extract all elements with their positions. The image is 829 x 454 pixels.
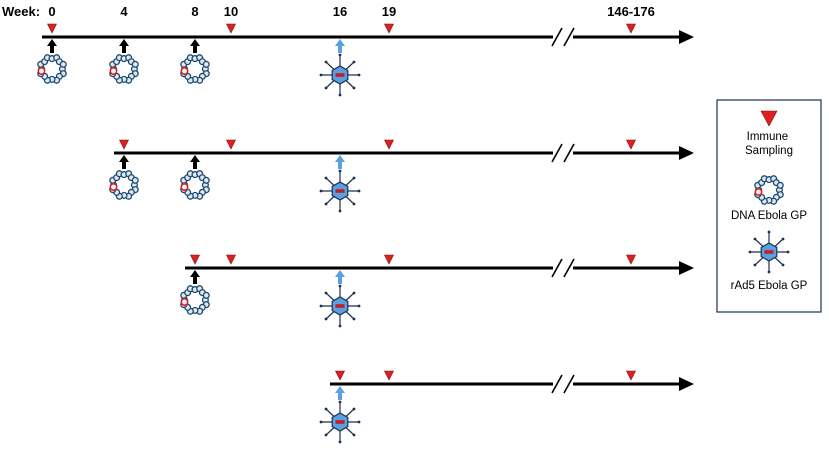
week-label-10: 10 <box>224 4 238 19</box>
dna-arrow-week-4 <box>119 155 129 169</box>
sampling-arrow-week-160 <box>626 139 636 150</box>
axis-break-icon <box>551 27 575 47</box>
week-header: Week: 0 4 8 10 16 19 146-176 <box>2 4 655 19</box>
rad5-arrow-week-16 <box>335 270 345 284</box>
sampling-arrow-week-19 <box>384 254 394 265</box>
legend-sampling-icon <box>760 110 778 127</box>
adenovirus-icon-week-16 <box>319 400 361 444</box>
legend-adenovirus-icon <box>748 230 790 274</box>
sampling-arrow-week-19 <box>384 23 394 34</box>
week-label-146-176: 146-176 <box>607 4 655 19</box>
dna-arrow-week-8 <box>190 39 200 53</box>
rad5-arrow-week-16 <box>335 386 345 400</box>
regimen-timelines <box>37 23 694 444</box>
week-label-19: 19 <box>382 4 396 19</box>
week-label-0: 0 <box>48 4 55 19</box>
legend-plasmid-icon <box>754 175 784 205</box>
sampling-arrow-week-4 <box>119 139 129 150</box>
regimen-2 <box>109 139 694 213</box>
timeline-arrowhead <box>679 30 694 44</box>
plasmid-icon-week-4 <box>109 170 139 200</box>
adenovirus-icon-week-16 <box>319 169 361 213</box>
axis-break-icon <box>551 258 575 278</box>
adenovirus-icon-week-16 <box>319 284 361 328</box>
dna-arrow-week-4 <box>119 39 129 53</box>
week-label-4: 4 <box>120 4 128 19</box>
sampling-arrow-week-160 <box>626 254 636 265</box>
axis-break-icon <box>551 143 575 163</box>
sampling-arrow-week-10 <box>226 23 236 34</box>
sampling-arrow-week-19 <box>384 139 394 150</box>
legend-rad5-label: rAd5 Ebola GP <box>731 280 808 292</box>
timeline-arrowhead <box>679 146 694 160</box>
dna-arrow-week-8 <box>190 270 200 284</box>
sampling-arrow-week-10 <box>226 139 236 150</box>
sampling-arrow-week-19 <box>384 370 394 381</box>
week-prefix: Week: <box>2 4 40 19</box>
legend-box <box>716 99 822 313</box>
sampling-arrow-week-160 <box>626 370 636 381</box>
week-label-8: 8 <box>191 4 198 19</box>
timeline-arrowhead <box>679 377 694 391</box>
sampling-arrow-week-0 <box>47 23 57 34</box>
sampling-arrow-week-160 <box>626 23 636 34</box>
legend-dna-label: DNA Ebola GP <box>731 210 807 222</box>
legend-sampling-label: Immune Sampling <box>745 131 793 157</box>
rad5-arrow-week-16 <box>335 39 345 53</box>
legend: Immune Sampling DNA Ebola GP rAd5 Ebola … <box>716 99 822 313</box>
dna-arrow-week-0 <box>47 39 57 53</box>
dna-arrow-week-8 <box>190 155 200 169</box>
sampling-arrow-week-8 <box>190 254 200 265</box>
timeline-arrowhead <box>679 261 694 275</box>
regimen-4 <box>319 370 694 444</box>
plasmid-icon-week-8 <box>180 285 210 315</box>
sampling-arrow-week-10 <box>226 254 236 265</box>
plasmid-icon-week-8 <box>180 170 210 200</box>
plasmid-icon-week-0 <box>37 54 67 84</box>
regimen-1 <box>37 23 694 97</box>
rad5-arrow-week-16 <box>335 155 345 169</box>
plasmid-icon-week-4 <box>109 54 139 84</box>
adenovirus-icon-week-16 <box>319 53 361 97</box>
plasmid-icon-week-8 <box>180 54 210 84</box>
week-label-16: 16 <box>333 4 347 19</box>
sampling-arrow-week-16 <box>335 370 345 381</box>
axis-break-icon <box>551 374 575 394</box>
regimen-3 <box>180 254 694 328</box>
